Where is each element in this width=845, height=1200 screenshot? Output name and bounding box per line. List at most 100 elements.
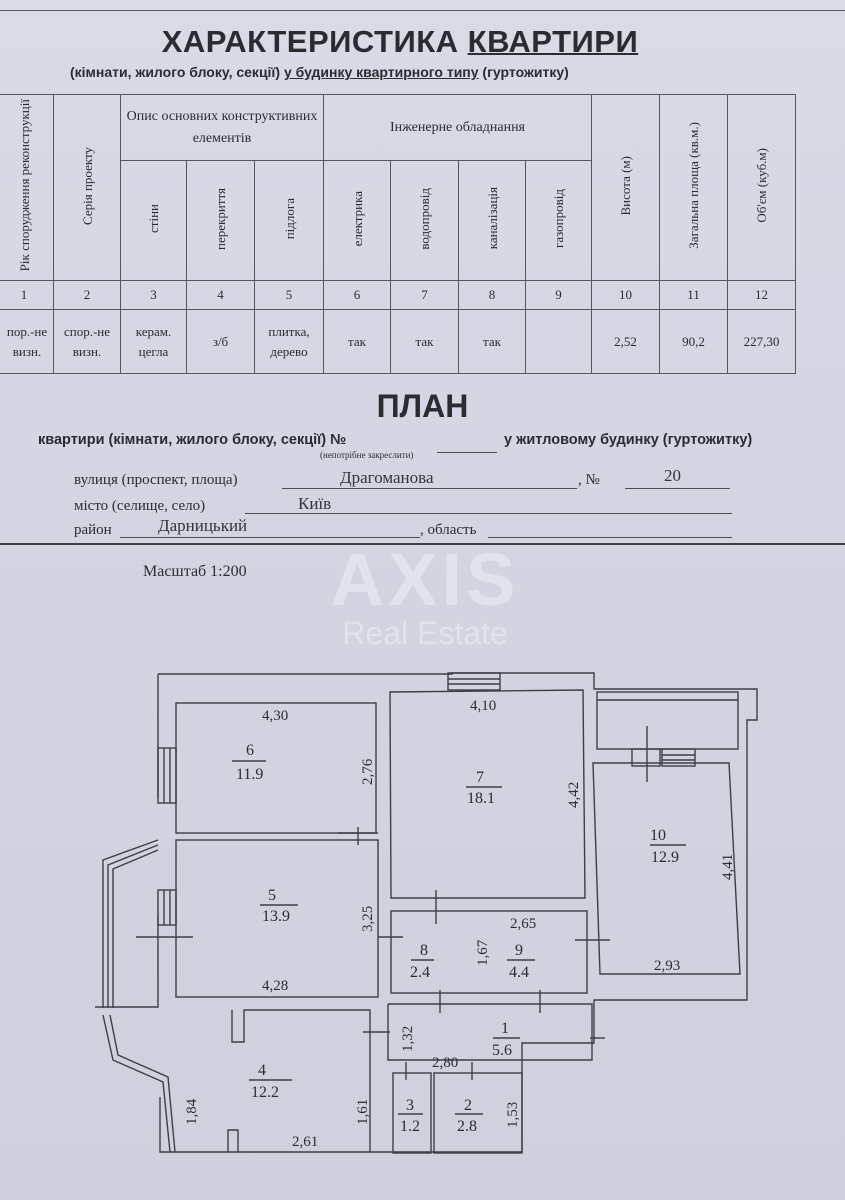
street-label: вулиця (проспект, площа)	[74, 472, 238, 488]
watermark-tagline: Real Estate	[342, 615, 508, 651]
value-sewer: так	[458, 309, 526, 374]
header-volume: Об'єм (куб.м)	[727, 94, 796, 281]
city-value: Київ	[298, 494, 332, 513]
dim-r4-h1: 1,84	[184, 1098, 200, 1125]
value-water: так	[390, 309, 459, 374]
document-title: ХАРАКТЕРИСТИКА КВАРТИРИ	[161, 24, 639, 59]
col-num: 4	[186, 280, 255, 310]
room-3	[392, 1072, 432, 1154]
room-2-area: 2.8	[457, 1118, 477, 1135]
dim-r4-h2: 1,61	[355, 1099, 371, 1125]
room-4-num: 4	[258, 1062, 266, 1079]
region-underline	[488, 537, 732, 538]
dim-r7-w: 4,10	[470, 698, 496, 714]
dim-r5-h: 3,25	[360, 906, 376, 932]
col-num: 1	[0, 280, 54, 310]
district-underline	[120, 537, 420, 538]
header-engineering-group: Інженерне обладнання	[323, 94, 592, 161]
col-num: 7	[390, 280, 459, 310]
dim-r4-w: 2,61	[292, 1134, 318, 1150]
district-label: район	[74, 522, 112, 538]
room-7-num: 7	[476, 769, 484, 786]
city-label: місто (селище, село)	[74, 498, 206, 514]
value-floors: з/б	[186, 309, 255, 374]
value-walls: керам. цегла	[120, 309, 187, 374]
room-3-area: 1.2	[400, 1118, 420, 1135]
room-8-area: 2.4	[410, 964, 430, 981]
header-flooring: підлога	[254, 160, 324, 281]
col-num: 12	[727, 280, 796, 310]
dim-r2-h: 1,53	[505, 1102, 521, 1128]
header-sewer: каналізація	[458, 160, 526, 281]
room-6-num: 6	[246, 742, 254, 759]
col-num: 11	[659, 280, 728, 310]
room-5-area: 13.9	[262, 908, 290, 925]
document-subtitle: (кімнати, жилого блоку, секції) у будинк…	[70, 64, 569, 80]
room-10-area: 12.9	[651, 849, 679, 866]
room-5-num: 5	[268, 887, 276, 904]
dim-r9-h: 1,67	[475, 939, 491, 966]
room-2	[433, 1072, 523, 1154]
room-6-area: 11.9	[236, 766, 263, 783]
window	[157, 889, 177, 926]
plan-subtitle-right: у житловому будинку (гуртожитку)	[504, 432, 753, 448]
room-7	[389, 689, 586, 899]
watermark-logo: AXIS Real Estate	[300, 538, 550, 652]
room-9-area: 4.4	[509, 964, 529, 981]
street-value: Драгоманова	[340, 468, 434, 487]
dim-r7-h: 4,42	[566, 782, 582, 808]
dim-r1-h: 1,32	[400, 1026, 416, 1052]
region-label: , область	[420, 522, 477, 538]
window	[447, 672, 501, 691]
section-divider	[0, 543, 845, 545]
header-gas: газопровід	[525, 160, 592, 281]
scale-label: Масштаб 1:200	[143, 563, 247, 580]
apartment-number-line	[437, 452, 497, 453]
top-border-line	[0, 10, 845, 11]
room-10	[592, 762, 741, 975]
value-volume: 227,30	[727, 309, 796, 374]
value-total-area: 90,2	[659, 309, 728, 374]
window	[157, 747, 177, 804]
header-floors: перекриття	[186, 160, 255, 281]
dim-r6-h: 2,76	[360, 758, 376, 785]
values-row: пор.-не визн. спор.-не визн. керам. цегл…	[0, 309, 796, 374]
room-6	[175, 702, 377, 834]
characteristics-table: Рік спорудження реконструкції Серія прое…	[0, 94, 796, 374]
value-year: пор.-не визн.	[0, 309, 54, 374]
header-series: Серія проекту	[53, 94, 121, 281]
header-height: Висота (м)	[591, 94, 660, 281]
dim-r9-w: 2,65	[510, 916, 536, 932]
room-8-9	[390, 910, 588, 994]
col-num: 5	[254, 280, 324, 310]
header-year: Рік спорудження реконструкції	[0, 94, 54, 281]
room-1-area: 5.6	[492, 1042, 512, 1059]
plan-subtitle-left: квартири (кімнати, жилого блоку, секції)…	[38, 432, 347, 448]
strike-note: (непотрібне закреслити)	[320, 450, 414, 460]
header-construction-group: Опис основних конструктивних елементів	[120, 94, 324, 161]
city-underline	[245, 513, 732, 514]
balcony-left	[102, 839, 159, 1008]
room-1-num: 1	[501, 1020, 509, 1037]
value-electric: так	[323, 309, 391, 374]
district-value: Дарницький	[158, 516, 248, 535]
building-number-value: 20	[664, 466, 681, 485]
number-underline	[625, 488, 730, 489]
watermark-brand: AXIS	[330, 538, 520, 621]
dim-r1-w: 2,80	[432, 1055, 458, 1071]
room-8-num: 8	[420, 942, 428, 959]
street-underline	[282, 488, 577, 489]
room-9-num: 9	[515, 942, 523, 959]
room-5	[175, 839, 379, 998]
room-3-num: 3	[406, 1097, 414, 1114]
value-gas	[525, 309, 592, 374]
room-7-area: 18.1	[467, 790, 495, 807]
value-series: спор.-не визн.	[53, 309, 121, 374]
room-4	[231, 1009, 371, 1152]
header-total-area: Загальна площа (кв.м.)	[659, 94, 728, 281]
room-10-num: 10	[650, 827, 666, 844]
dim-r10-h: 4,41	[720, 854, 736, 880]
plan-title: ПЛАН	[376, 388, 469, 424]
